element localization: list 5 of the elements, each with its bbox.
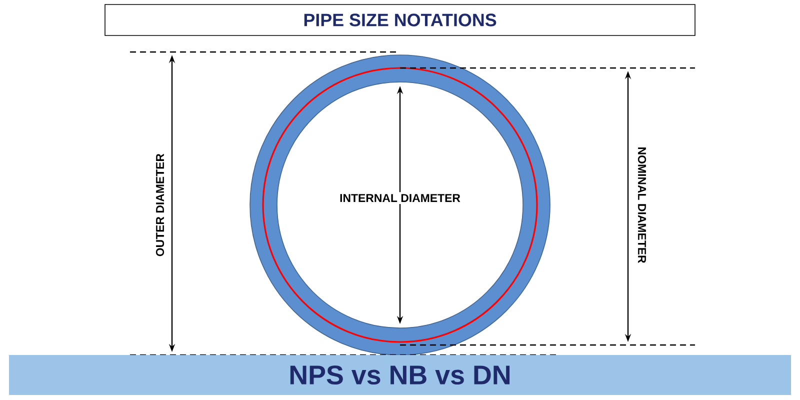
title-band: NPS vs NB vs DN [9,355,791,395]
dimension-label: NOMINAL DIAMETER [636,144,648,266]
dimension-label: INTERNAL DIAMETER [338,192,462,204]
dimension-label: OUTER DIAMETER [154,151,166,259]
title: PIPE SIZE NOTATIONS [104,4,696,36]
